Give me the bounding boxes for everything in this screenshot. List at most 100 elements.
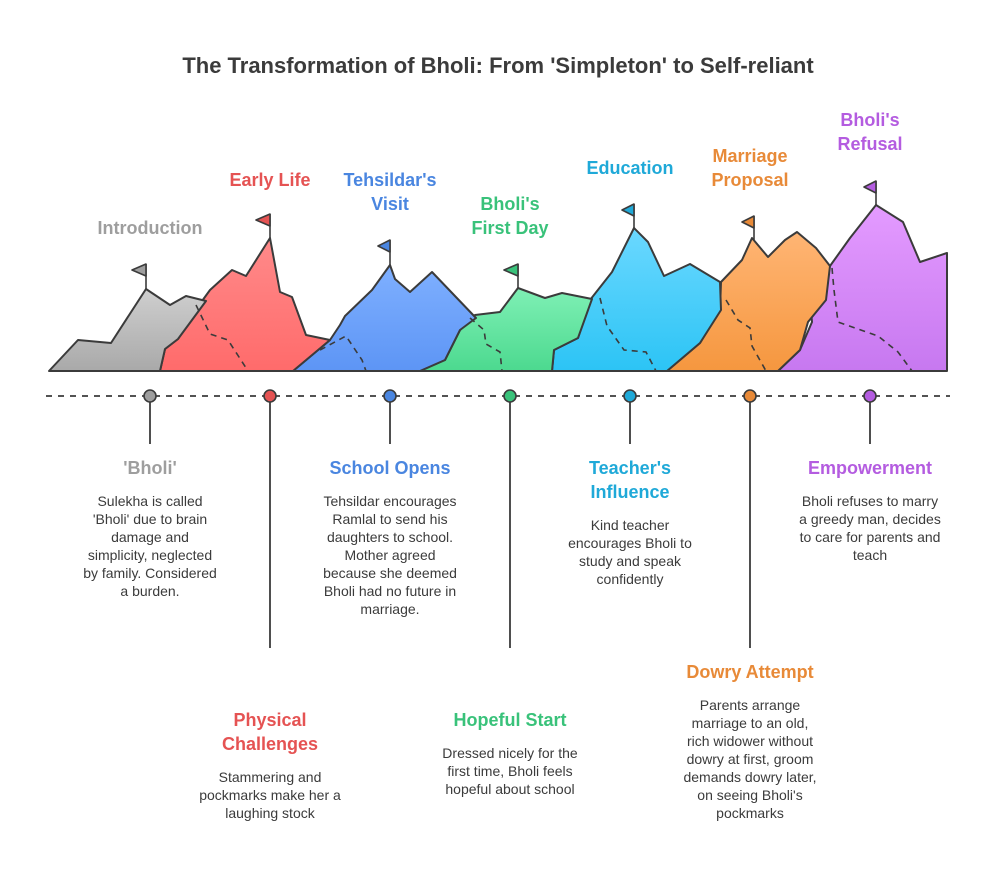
flag-cyan-icon (621, 203, 635, 228)
milestone-description-line: demands dowry later, (683, 769, 816, 785)
stage-label-line: Bholi's (840, 110, 899, 130)
milestone-description-line: pockmarks (716, 805, 784, 821)
mountain-purple (777, 204, 948, 372)
mountain-gray (48, 288, 207, 372)
milestone-title-line: Dowry Attempt (686, 662, 813, 682)
stage-label-line: Bholi's (480, 194, 539, 214)
milestone-dot (743, 389, 757, 403)
milestone-dot (503, 389, 517, 403)
milestone-title: 'Bholi' (123, 458, 177, 478)
milestone-description-line: Parents arrange (700, 697, 801, 713)
milestone-description-line: laughing stock (225, 805, 316, 821)
stage-label-line: Visit (371, 194, 409, 214)
milestone-title-line: 'Bholi' (123, 458, 177, 478)
stage-label-line: Marriage (712, 146, 787, 166)
milestone-title: Hopeful Start (453, 710, 566, 730)
trail-cyan (599, 297, 657, 372)
milestone-description-line: Bholi had no future in (324, 583, 456, 599)
milestone-title-line: School Opens (329, 458, 450, 478)
milestone-title-line: Empowerment (808, 458, 932, 478)
flag-orange-icon (741, 215, 755, 240)
trail-green (469, 317, 503, 372)
milestone-description-line: by family. Considered (83, 565, 217, 581)
stage-label: Education (586, 158, 673, 178)
stage-label: Introduction (98, 218, 203, 238)
milestone-description: Stammering and pockmarks make her a laughi… (199, 769, 341, 821)
milestone-description-line: Mother agreed (344, 547, 435, 563)
stage-label-line: Early Life (229, 170, 310, 190)
milestone-title: Dowry Attempt (686, 662, 813, 682)
flag-red-icon (255, 213, 271, 238)
milestone-description-line: Bholi refuses to marry (802, 493, 938, 509)
milestone-description-line: marriage to an old, (692, 715, 809, 731)
milestone-description: Parents arrange marriage to an old, rich w… (683, 697, 816, 821)
trail-blue (319, 334, 367, 372)
flag-blue-icon (377, 239, 391, 265)
milestone-description-line: Dressed nicely for the (442, 745, 578, 761)
stage-label-line: Proposal (711, 170, 788, 190)
stage-label-line: Tehsildar's (344, 170, 437, 190)
milestone-title-line: Influence (590, 482, 669, 502)
milestone-title-line: Teacher's (589, 458, 671, 478)
milestone-description-line: dowry at first, groom (687, 751, 814, 767)
stage-label-line: Education (586, 158, 673, 178)
milestone-description-line: confidently (597, 571, 664, 587)
milestone-description-line: rich widower without (687, 733, 813, 749)
summit-flags (131, 180, 877, 289)
milestone-dot (143, 389, 157, 403)
trail-red (195, 304, 249, 372)
mountain-blue (292, 264, 477, 372)
milestone-description-line: Tehsildar encourages (323, 493, 456, 509)
milestones: 'Bholi'Sulekha is called'Bholi' due to b… (83, 389, 941, 821)
milestone-description-line: Stammering and (219, 769, 322, 785)
milestone-dot (383, 389, 397, 403)
mountain-trails (195, 267, 913, 372)
milestone-description-line: marriage. (360, 601, 419, 617)
milestone-title-line: Hopeful Start (453, 710, 566, 730)
mountain-range (48, 204, 948, 372)
milestone-dot (263, 389, 277, 403)
milestone-description-line: simplicity, neglected (88, 547, 212, 563)
milestone-title: Empowerment (808, 458, 932, 478)
milestone-description-line: damage and (111, 529, 189, 545)
milestone-description-line: first time, Bholi feels (447, 763, 572, 779)
milestone-description-line: Ramlal to send his (332, 511, 447, 527)
milestone-description-line: a burden. (120, 583, 179, 599)
milestone-description: Dressed nicely for the first time, Bholi … (442, 745, 578, 797)
milestone-description-line: study and speak (579, 553, 682, 569)
milestone-description-line: hopeful about school (445, 781, 574, 797)
milestone-title-line: Challenges (222, 734, 318, 754)
milestone-description-line: encourages Bholi to (568, 535, 692, 551)
milestone-description-line: Sulekha is called (97, 493, 202, 509)
stage-label-line: First Day (471, 218, 548, 238)
stage-label: Early Life (229, 170, 310, 190)
trail-purple (831, 267, 913, 372)
flag-purple-icon (863, 180, 877, 205)
stage-label-line: Introduction (98, 218, 203, 238)
milestone-description-line: a greedy man, decides (799, 511, 941, 527)
milestone-description: Bholi refuses to marry a greedy man, deci… (799, 493, 941, 563)
flag-gray-icon (131, 263, 147, 289)
diagram-title: The Transformation of Bholi: From 'Simpl… (182, 53, 814, 78)
milestone-description-line: because she deemed (323, 565, 457, 581)
milestone-description-line: on seeing Bholi's (697, 787, 802, 803)
milestone-description-line: to care for parents and (800, 529, 941, 545)
milestone-description-line: pockmarks make her a (199, 787, 341, 803)
flag-green-icon (503, 263, 519, 288)
milestone-description-line: teach (853, 547, 887, 563)
